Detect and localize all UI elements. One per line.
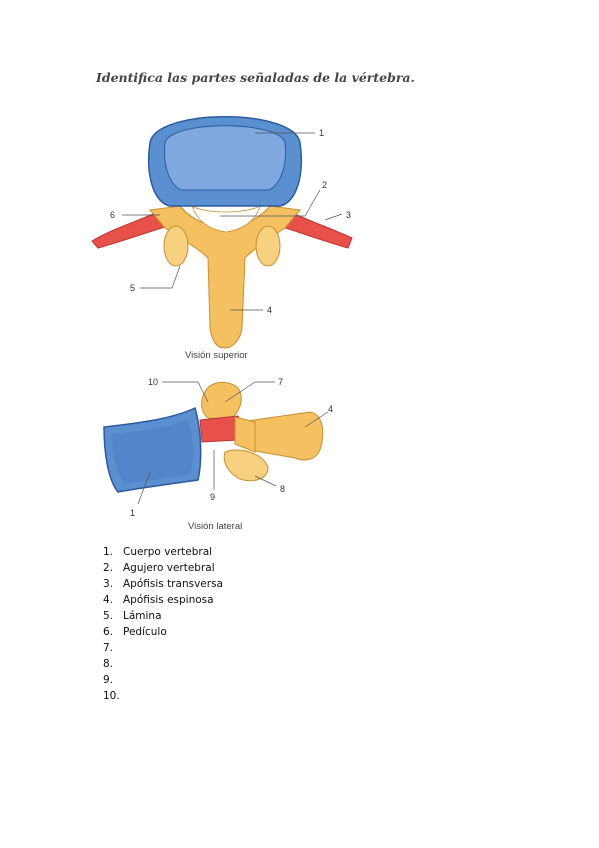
list-number: 9. <box>103 674 114 686</box>
vertebra-superior-view: 1 2 3 4 5 6 Visión superior <box>80 98 370 368</box>
lateral-label-1: 1 <box>130 508 135 518</box>
list-text: Lámina <box>123 610 162 622</box>
superior-articular-process <box>201 382 242 421</box>
lateral-arch <box>234 416 256 453</box>
list-number: 4. <box>103 594 114 606</box>
vertebral-body-endplate <box>163 125 287 191</box>
list-item: 8. <box>103 656 403 672</box>
spinous-process <box>239 411 324 461</box>
vertebral-foramen <box>191 205 261 233</box>
superior-label-1: 1 <box>319 128 324 138</box>
list-number: 5. <box>103 610 114 622</box>
worksheet-title: Identifica las partes señaladas de la vé… <box>96 70 415 85</box>
lamina-left <box>163 225 189 267</box>
list-item: 6. Pedículo <box>103 624 403 640</box>
list-number: 7. <box>103 642 114 654</box>
vertebra-superior-illustration: 1 2 3 4 5 6 Visión superior <box>91 116 353 361</box>
list-item: 3. Apófisis transversa <box>103 576 403 592</box>
vertebra-lateral-view: 10 7 4 9 8 1 Visión lateral <box>90 372 350 537</box>
list-number: 6. <box>103 626 114 638</box>
list-text: Apófisis espinosa <box>123 594 214 606</box>
list-text: Pedículo <box>123 626 167 638</box>
lateral-caption: Visión lateral <box>188 521 242 532</box>
superior-label-5: 5 <box>130 283 135 293</box>
list-text: Apófisis transversa <box>123 578 223 590</box>
list-item: 4. Apófisis espinosa <box>103 592 403 608</box>
list-text: Cuerpo vertebral <box>123 546 213 558</box>
lateral-label-9: 9 <box>210 492 215 502</box>
lateral-body-shading <box>112 420 193 484</box>
superior-label-4: 4 <box>267 305 272 315</box>
superior-caption: Visión superior <box>185 350 248 361</box>
superior-label-2: 2 <box>322 180 327 190</box>
lateral-label-4: 4 <box>328 404 333 414</box>
list-number: 1. <box>103 546 114 558</box>
list-item: 9. <box>103 672 403 688</box>
inferior-articular-process <box>223 449 269 482</box>
superior-label-3: 3 <box>346 210 351 220</box>
vertebra-lateral-illustration: 10 7 4 9 8 1 Visión lateral <box>103 377 333 532</box>
lateral-label-10: 10 <box>148 377 158 387</box>
list-item: 7. <box>103 640 403 656</box>
lateral-label-8: 8 <box>280 484 285 494</box>
lateral-label-7: 7 <box>278 377 283 387</box>
list-item: 5. Lámina <box>103 608 403 624</box>
list-number: 10. <box>103 690 120 702</box>
answer-list: 1. Cuerpo vertebral 2. Agujero vertebral 3… <box>103 544 403 704</box>
transverse-process-right <box>279 211 353 249</box>
list-item: 2. Agujero vertebral <box>103 560 403 576</box>
list-number: 3. <box>103 578 114 590</box>
list-item: 10. <box>103 688 403 704</box>
lamina-right <box>255 225 281 267</box>
list-text: Agujero vertebral <box>123 562 215 574</box>
superior-label-6: 6 <box>110 210 115 220</box>
list-number: 2. <box>103 562 114 574</box>
list-number: 8. <box>103 658 114 670</box>
list-item: 1. Cuerpo vertebral <box>103 544 403 560</box>
